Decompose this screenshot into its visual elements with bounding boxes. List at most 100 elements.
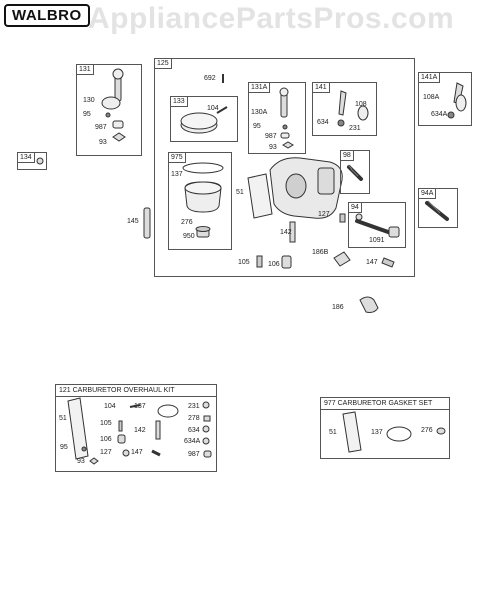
kit-977-parts	[321, 398, 449, 458]
kit-part-106	[118, 435, 125, 443]
kit-977-frame: 977 CARBURETOR GASKET SET 51 137 276	[320, 397, 450, 459]
group-131-parts	[77, 65, 141, 155]
kit-label-105: 105	[100, 420, 112, 427]
seal-634a-part	[448, 112, 454, 118]
choke-plate-141-part	[358, 106, 368, 120]
kit-121-frame: 121 CARBURETOR OVERHAUL KIT 51 104 137 2…	[55, 384, 217, 472]
label-634a: 634A	[431, 111, 448, 118]
kit-part-278	[204, 416, 210, 421]
carburetor-gasket-part	[248, 174, 272, 218]
part-145-mark	[144, 208, 150, 238]
throttle-plate-part	[102, 97, 120, 109]
kit-seal-634a	[203, 438, 209, 444]
label-276: 276	[181, 219, 193, 226]
lever-131a-part	[280, 88, 288, 96]
part-147-mark	[382, 258, 394, 267]
group-125-frame: 125	[154, 58, 415, 277]
label-987: 987	[95, 124, 107, 131]
idle-spring-part	[348, 165, 358, 176]
label-106: 106	[268, 261, 280, 268]
group-94a-frame: 94A	[418, 188, 458, 228]
kit-label-987: 987	[188, 451, 200, 458]
carburetor-boss-part	[318, 168, 334, 194]
kit-121-parts	[56, 385, 216, 471]
label-93b: 93	[269, 144, 277, 151]
label-145: 145	[127, 218, 139, 225]
group-131a-frame: 131A 130A 95 987 93	[248, 82, 306, 154]
group-125-tag: 125	[155, 59, 172, 69]
group-98-tag: 98	[341, 151, 354, 161]
label-105: 105	[238, 259, 250, 266]
part-106-mark	[282, 256, 291, 268]
screw-head-part	[356, 214, 362, 220]
label-147: 147	[366, 259, 378, 266]
kit-seal-231	[203, 402, 209, 408]
group-133-parts	[171, 97, 237, 141]
kit-pin-104	[130, 405, 140, 407]
label-95b: 95	[253, 123, 261, 130]
kit-label-137: 137	[134, 403, 146, 410]
group-94-frame: 94 1091	[348, 202, 406, 248]
group-141-parts	[313, 83, 376, 135]
group-134-parts	[18, 153, 46, 169]
part-186-mark	[360, 297, 378, 313]
label-987b: 987	[265, 133, 277, 140]
fitting-part	[37, 158, 43, 164]
group-98-frame: 98	[340, 150, 370, 194]
group-94-parts	[349, 203, 405, 247]
kit-label-95: 95	[60, 444, 68, 451]
group-131-frame: 131 130 95 987 93	[76, 64, 142, 156]
group-975-parts	[169, 153, 231, 249]
label-130: 130	[83, 97, 95, 104]
kit-label-634: 634	[188, 427, 200, 434]
label-186: 186	[332, 304, 344, 311]
float-pin-part	[217, 107, 227, 113]
label-93: 93	[99, 139, 107, 146]
gasket-set-137	[387, 427, 411, 441]
gasket-ring-part	[183, 163, 223, 173]
spring-94a-part	[428, 201, 440, 213]
part-105-mark	[257, 256, 262, 267]
group-98-parts	[341, 151, 369, 193]
group-94-tag: 94	[349, 203, 362, 213]
group-134-frame: 134	[17, 152, 47, 170]
kit-label-127: 127	[100, 449, 112, 456]
label-51: 51	[236, 189, 244, 196]
kit-label-278: 278	[188, 415, 200, 422]
group-134-tag: 134	[18, 153, 35, 163]
kit-label-231: 231	[188, 403, 200, 410]
kit-pin-105	[119, 421, 122, 431]
clip-131a-part	[283, 142, 293, 148]
group-131a-parts	[249, 83, 305, 153]
kit-clip-93	[90, 458, 98, 464]
label-127: 127	[318, 211, 330, 218]
group-131a-tag: 131A	[249, 83, 271, 93]
label-950: 950	[183, 233, 195, 240]
label-95: 95	[83, 111, 91, 118]
kit-label-634a: 634A	[184, 438, 201, 445]
gasket-label-51: 51	[329, 429, 337, 436]
gasket-set-276	[437, 428, 445, 434]
kit-tube-142	[156, 421, 160, 439]
gasket-label-137: 137	[371, 429, 383, 436]
label-108a: 108A	[423, 94, 440, 101]
kit-screw-95	[82, 447, 86, 451]
group-133-frame: 133 104	[170, 96, 238, 142]
group-94a-tag: 94A	[419, 189, 437, 199]
group-975-tag: 975	[169, 153, 186, 163]
group-94a-parts	[419, 189, 457, 227]
group-131-tag: 131	[77, 65, 94, 75]
kit-part-127	[123, 450, 129, 456]
label-1091: 1091	[369, 237, 385, 244]
float-top-part	[181, 113, 217, 129]
screw-94a-part	[427, 203, 447, 219]
kit-seal-634	[203, 426, 209, 432]
label-692: 692	[204, 75, 216, 82]
kit-part-147	[152, 451, 160, 455]
kit-gasket-51	[68, 398, 88, 459]
kit-label-142: 142	[134, 427, 146, 434]
label-108: 108	[355, 101, 367, 108]
seal-part	[113, 121, 123, 128]
